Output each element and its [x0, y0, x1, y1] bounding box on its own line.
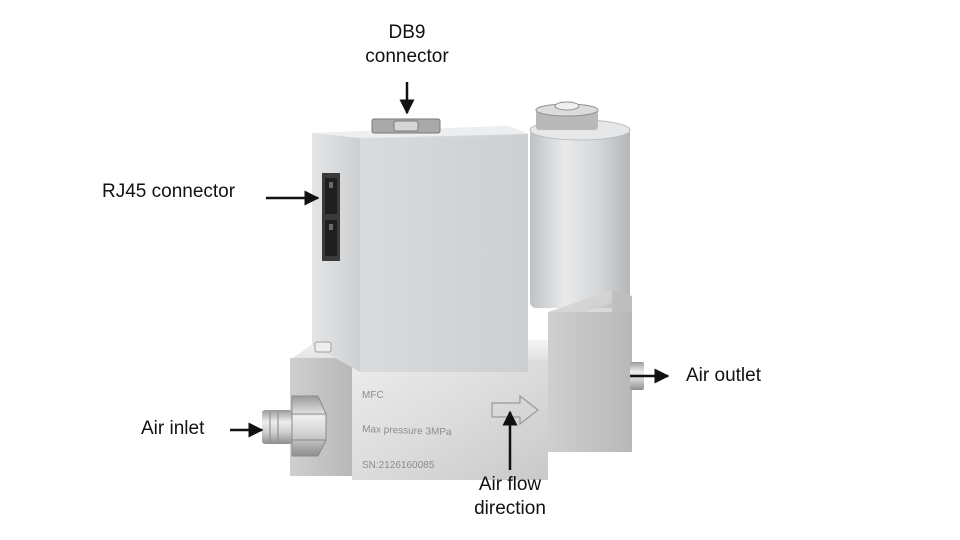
- outlet-block: [548, 290, 632, 452]
- air-outlet-label: Air outlet: [686, 365, 761, 386]
- engraving-pressure: Max pressure 3MPa: [362, 424, 452, 438]
- engraving-serial: SN:2126160085: [362, 460, 435, 471]
- db9-label-line1: DB9: [388, 22, 426, 43]
- electronics-housing: [312, 126, 528, 372]
- db9-label: DB9 connector: [347, 21, 467, 69]
- air-inlet-label: Air inlet: [141, 418, 205, 439]
- air-flow-label-line2: direction: [474, 498, 546, 519]
- rj45-ports: [322, 173, 340, 261]
- rj45-label: RJ45 connector: [102, 181, 236, 202]
- engraving-model: MFC: [362, 390, 384, 401]
- air-flow-label: Air flow direction: [450, 473, 570, 521]
- db9-port: [371, 118, 441, 134]
- inlet-fitting: [262, 395, 327, 457]
- valve-cylinder: [529, 101, 631, 308]
- db9-label-line2: connector: [365, 46, 449, 67]
- air-flow-label-line1: Air flow: [478, 474, 542, 495]
